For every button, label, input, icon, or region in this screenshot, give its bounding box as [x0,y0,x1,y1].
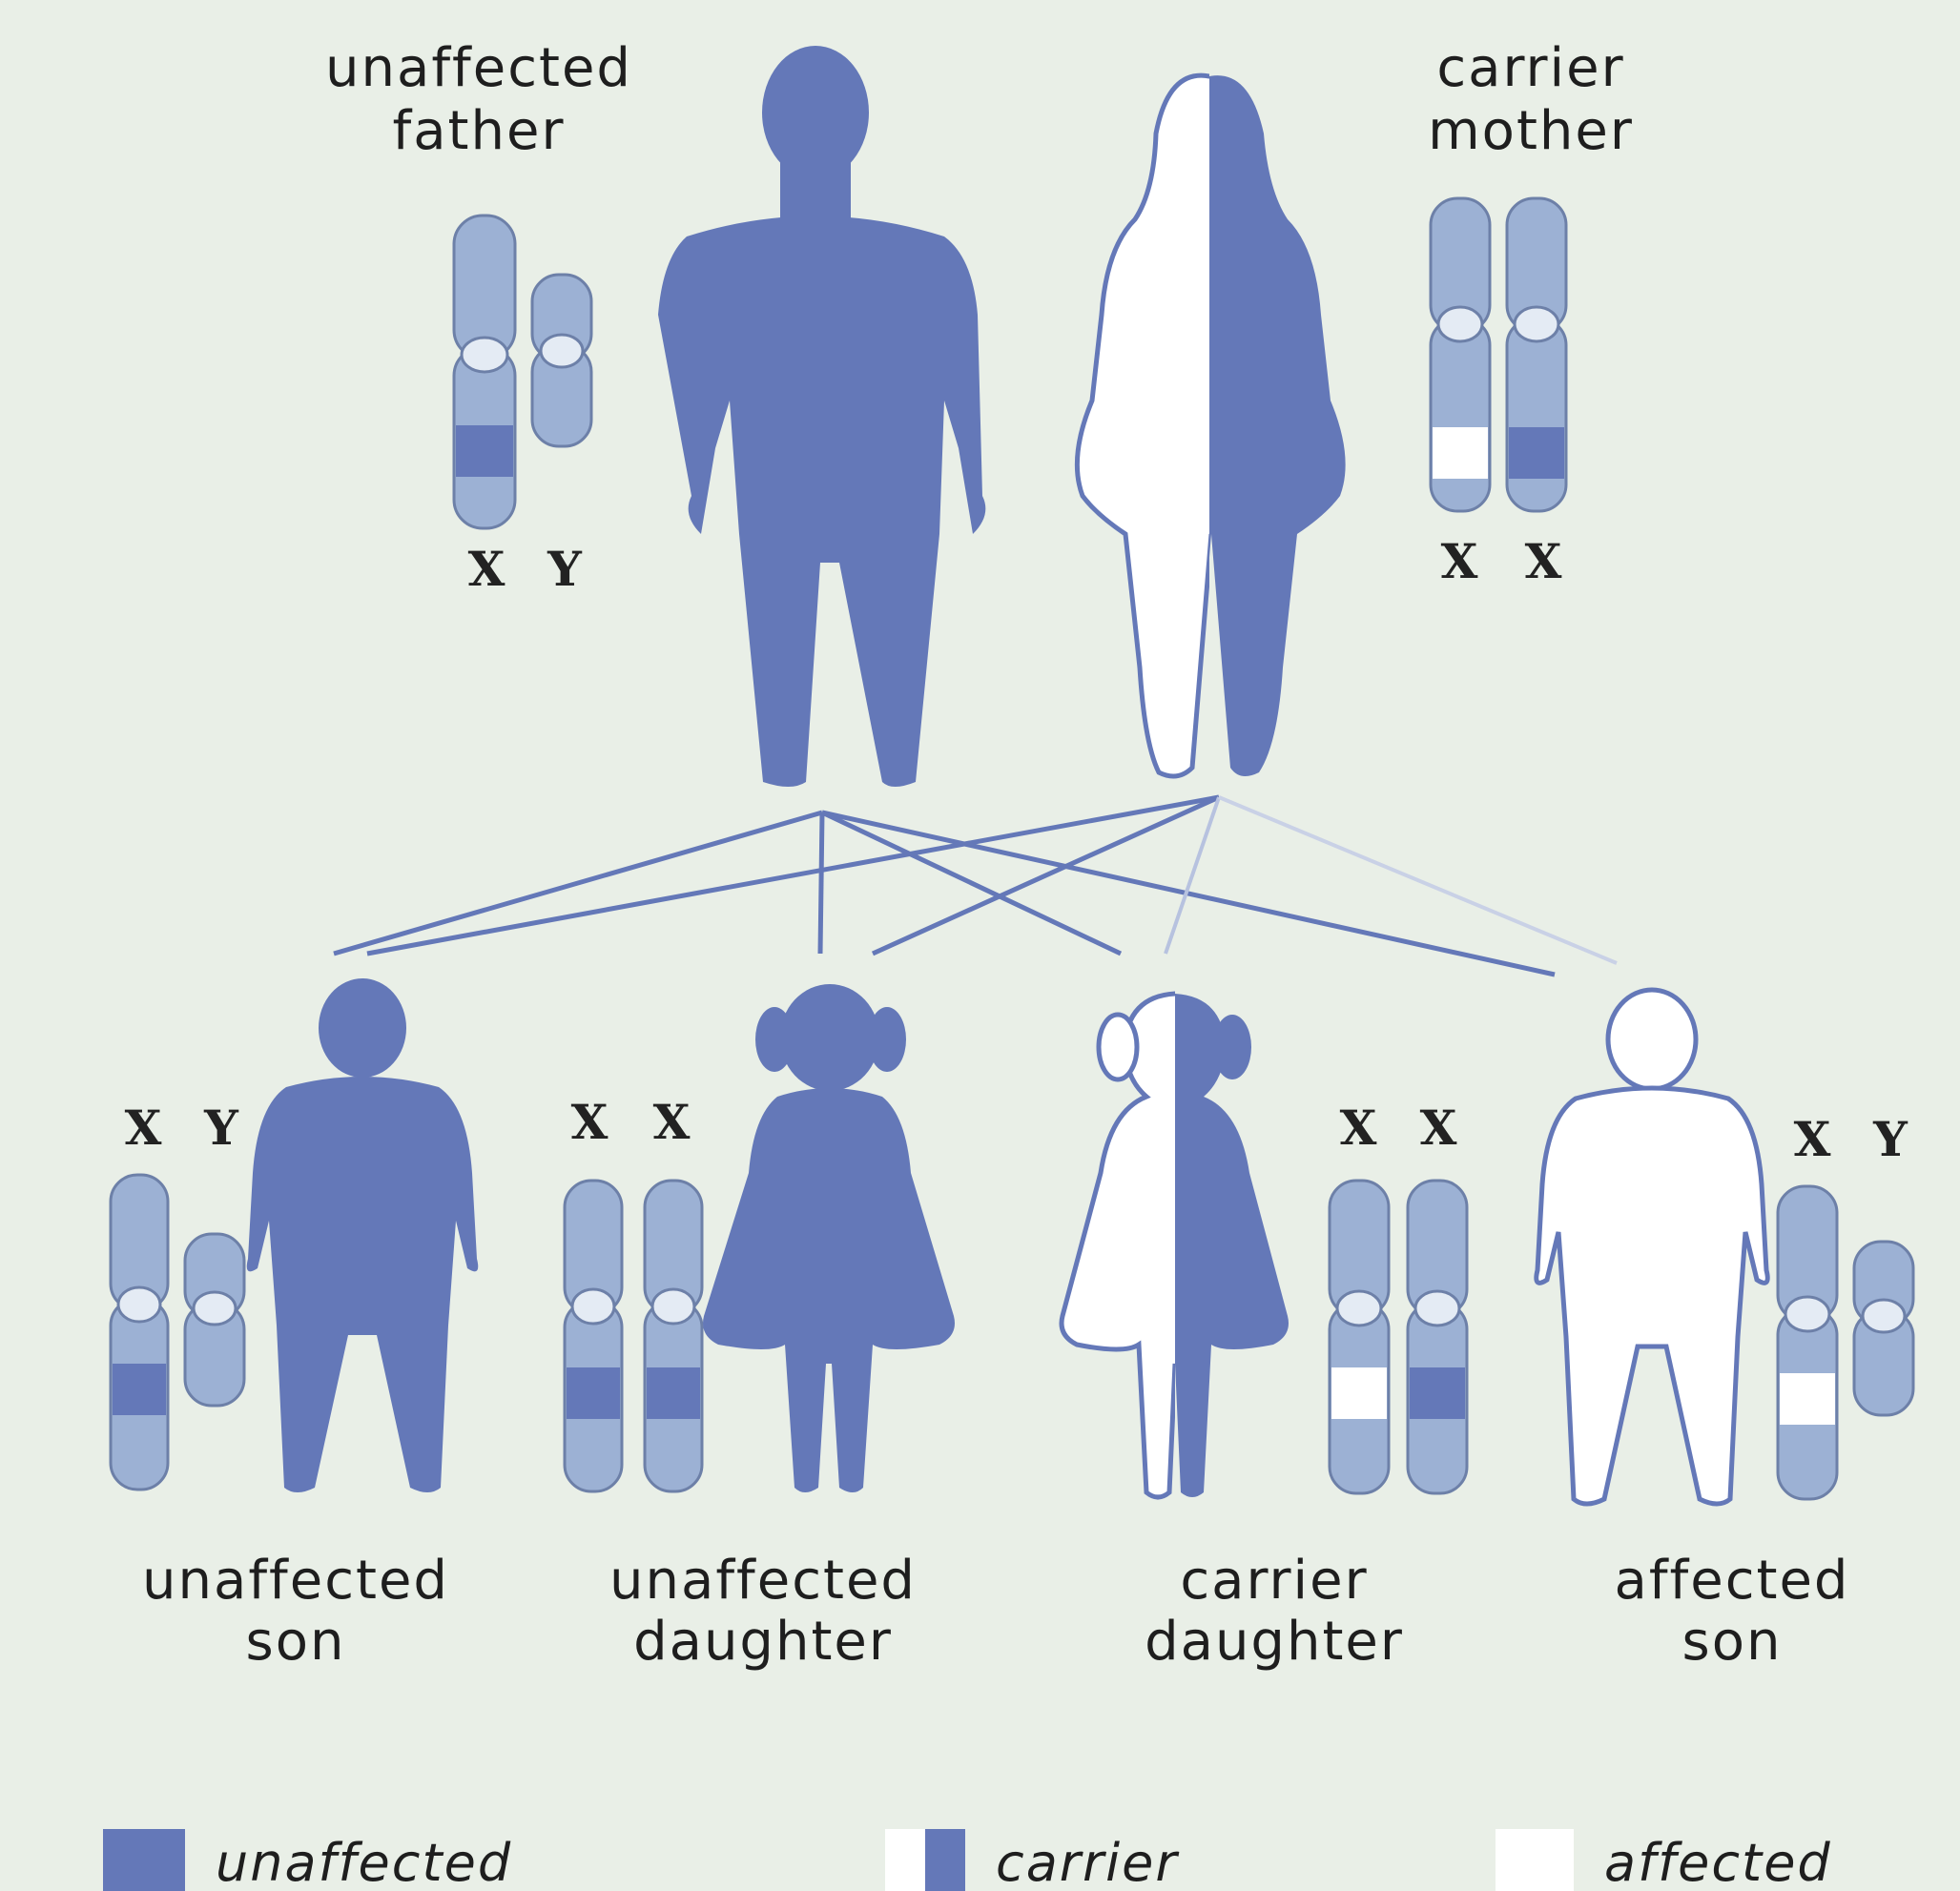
daughter1-x-chromosome-2 [645,1181,702,1491]
line-father-son2 [822,812,1555,975]
father-chromosome-label-x: X [468,541,505,597]
son2-y-chromosome [1854,1242,1913,1415]
father-y-chromosome [532,275,591,446]
inheritance-lines [334,797,1617,975]
son1-x-chromosome [111,1175,168,1490]
mother-chromosome-label-x1: X [1441,533,1478,589]
daughter2-x-chromosome-normal [1408,1181,1467,1493]
daughter2-label-line1: carrier [1180,1550,1368,1612]
daughter2-silhouette [1062,994,1289,1497]
unaffected-swatch [103,1829,185,1891]
line-mother-daughter2 [1166,797,1219,954]
father-label-line2: father [393,100,566,162]
child-unaffected-son: X Y unaffected son [111,978,478,1673]
child-affected-son: X Y affected son [1537,990,1913,1673]
line-mother-son2 [1219,797,1617,963]
line-mother-daughter1 [873,797,1219,954]
mother-chromosomes: X X [1431,198,1566,589]
father-silhouette [658,46,985,787]
mother-label-line1: carrier [1436,37,1624,99]
son1-chromosome-label-y: Y [203,1100,239,1156]
son2-chromosome-label-y: Y [1872,1111,1908,1167]
child-unaffected-daughter: X X unaffected daughter [565,984,955,1673]
mother-x-chromosome-normal [1507,198,1566,511]
son1-label-line1: unaffected [142,1550,449,1612]
affected-swatch [1496,1829,1574,1891]
daughter1-label-line2: daughter [633,1611,893,1673]
mother-label-line2: mother [1428,100,1634,162]
child-carrier-daughter: X X carrier daughter [1062,994,1467,1673]
legend-label-unaffected: unaffected [216,1833,512,1891]
daughter1-chromosome-label-x1: X [571,1094,609,1150]
son2-silhouette [1537,990,1768,1504]
father-chromosomes: X Y [454,216,591,597]
daughter2-x-chromosome-affected [1330,1181,1389,1493]
daughter1-silhouette [703,984,955,1492]
legend-item-unaffected: unaffected [103,1829,512,1891]
son1-chromosome-label-x: X [125,1100,162,1156]
daughter1-chromosome-label-x2: X [653,1094,691,1150]
daughter1-label-line1: unaffected [609,1550,917,1612]
father-x-chromosome [454,216,515,528]
son1-y-chromosome [185,1234,244,1406]
son2-chromosome-label-x: X [1794,1111,1831,1167]
daughter2-chromosome-label-x2: X [1420,1100,1457,1156]
son2-label-line2: son [1682,1611,1783,1673]
legend: unaffected carrier affected [103,1829,1832,1891]
son2-x-chromosome-affected [1778,1186,1837,1499]
legend-item-affected: affected [1496,1829,1832,1891]
mother-label: carrier mother [1428,37,1634,162]
mother-silhouette [1077,75,1345,776]
daughter2-label-line2: daughter [1145,1611,1404,1673]
son1-silhouette [247,978,479,1492]
son1-label-line2: son [246,1611,346,1673]
father-label: unaffected father [325,37,632,162]
daughter2-chromosome-label-x1: X [1340,1100,1377,1156]
son2-label-line1: affected [1615,1550,1850,1612]
father-label-line1: unaffected [325,37,632,99]
legend-item-carrier: carrier [885,1829,1179,1891]
line-father-daughter2 [822,812,1121,954]
carrier-swatch [885,1829,965,1891]
legend-label-carrier: carrier [996,1833,1179,1891]
mother-chromosome-label-x2: X [1525,533,1562,589]
father-chromosome-label-y: Y [547,541,583,597]
daughter1-x-chromosome-1 [565,1181,622,1491]
line-father-daughter1 [820,812,822,954]
legend-label-affected: affected [1604,1833,1832,1891]
mother-x-chromosome-affected [1431,198,1490,511]
